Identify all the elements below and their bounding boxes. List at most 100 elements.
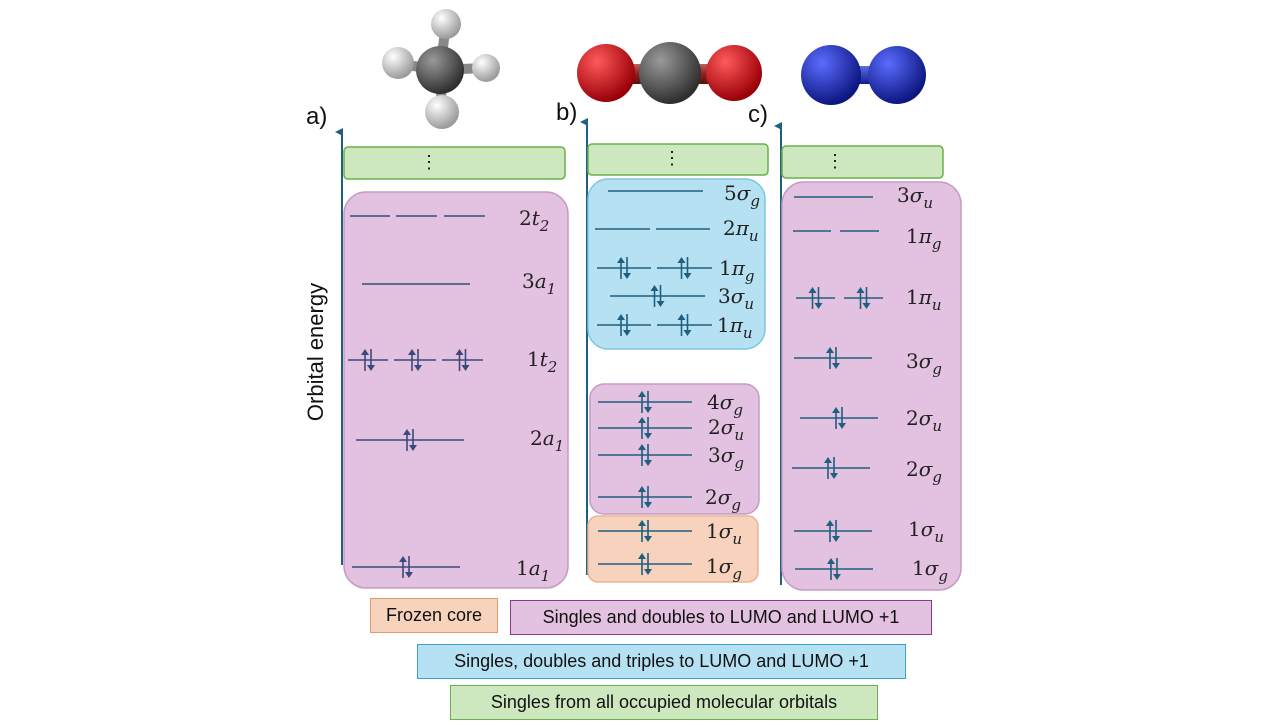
electron-up-arrow-head	[677, 257, 686, 263]
orbital-label: 2σg	[906, 457, 942, 486]
electron-down-arrow-head	[623, 273, 631, 279]
orbital-label: 3a1	[522, 269, 556, 298]
electron-down-arrow-head	[461, 365, 470, 371]
panel-a-ellipsis: ⋮	[420, 152, 438, 173]
panel-c-levels	[792, 196, 883, 580]
legend-frozen-core: Frozen core	[370, 598, 498, 633]
panel-b-green-box	[587, 143, 769, 176]
legend-singles-doubles-triples: Singles, doubles and triples to LUMO and…	[417, 644, 906, 679]
n2-molecule-icon	[801, 45, 926, 105]
electron-up-arrow-head	[617, 314, 625, 320]
orbital-label: 5σg	[724, 181, 760, 210]
legend-singles-all: Singles from all occupied molecular orbi…	[450, 685, 878, 720]
electron-up-arrow-head	[638, 553, 646, 559]
panel-b-levels	[595, 190, 712, 575]
panel-a-labels: 2t2 3a1 1t2 2a1 1a1	[516, 206, 564, 585]
electron-down-arrow-head	[656, 301, 665, 307]
electron-up-arrow-head	[826, 520, 834, 526]
electron-down-arrow-head	[833, 574, 841, 580]
electron-down-arrow-head	[814, 303, 823, 309]
electron-down-arrow-head	[405, 572, 413, 578]
electron-down-arrow-head	[367, 365, 375, 371]
electron-down-arrow-head	[830, 473, 838, 479]
orbital-label: 2πu	[723, 216, 759, 245]
electron-up-arrow-head	[827, 558, 835, 564]
panel-b-ellipsis: ⋮	[663, 148, 681, 169]
electron-down-arrow-head	[644, 407, 652, 413]
electron-up-arrow-head	[403, 429, 411, 435]
electron-up-arrow-head	[361, 349, 369, 355]
electron-up-arrow-head	[617, 257, 625, 263]
electron-up-arrow-head	[455, 349, 464, 355]
panel-c-green-box	[781, 145, 944, 179]
electron-up-arrow-head	[650, 285, 659, 291]
electron-up-arrow-head	[826, 347, 834, 353]
panel-b-blue-box	[587, 178, 766, 350]
orbital-label: 1σg	[706, 554, 742, 583]
electron-up-arrow-head	[638, 520, 646, 526]
panel-c-labels: 3σu 1πg 1πu 3σg 2σu 2σg 1σu 1σg	[897, 183, 948, 585]
panel-c-ellipsis: ⋮	[826, 151, 844, 172]
electron-up-arrow-head	[408, 349, 416, 355]
panel-a-levels	[348, 215, 485, 578]
panel-b-letter: b)	[556, 99, 578, 126]
orbital-label: 1σu	[706, 519, 742, 548]
orbital-label: 3σg	[906, 349, 942, 378]
panel-a-purple-box	[343, 191, 569, 589]
electron-up-arrow-head	[638, 391, 646, 397]
orbital-label: 2t2	[519, 206, 549, 235]
electron-up-arrow-head	[638, 486, 646, 492]
electron-down-arrow-head	[832, 363, 840, 369]
electron-up-arrow-head	[832, 407, 840, 413]
electron-down-arrow-head	[838, 423, 846, 429]
electron-down-arrow-head	[414, 365, 422, 371]
orbital-label: 1πg	[719, 256, 755, 285]
electron-up-arrow-head	[808, 287, 817, 293]
orbital-label: 1σg	[912, 556, 948, 585]
y-axis-label: Orbital energy	[303, 282, 328, 422]
panel-a-letter: a)	[306, 103, 328, 130]
methane-molecule-icon	[382, 9, 500, 129]
orbital-label: 1t2	[527, 347, 557, 376]
panel-c-purple-box	[781, 181, 962, 591]
electron-down-arrow-head	[644, 460, 652, 466]
electron-up-arrow-head	[638, 417, 646, 423]
orbital-label: 1a1	[516, 556, 550, 585]
orbital-label: 1σu	[908, 517, 944, 546]
co2-molecule-icon	[577, 42, 762, 104]
electron-down-arrow-head	[644, 433, 652, 439]
electron-down-arrow-head	[862, 303, 871, 309]
orbital-label: 1πu	[906, 285, 942, 314]
electron-down-arrow-head	[644, 536, 652, 542]
electron-down-arrow-head	[683, 330, 692, 336]
orbital-label: 2σg	[705, 485, 741, 514]
electron-up-arrow-head	[824, 457, 832, 463]
orbital-label: 2σu	[708, 415, 744, 444]
panel-c-letter: c)	[748, 101, 768, 128]
electron-down-arrow-head	[623, 330, 631, 336]
orbital-label: 1πg	[906, 224, 942, 253]
orbital-label: 2σu	[906, 406, 942, 435]
electron-up-arrow-head	[677, 314, 686, 320]
panel-b-purple-box	[589, 383, 760, 515]
electron-up-arrow-head	[856, 287, 865, 293]
orbital-label: 1πu	[717, 313, 753, 342]
panel-b-orange-box	[587, 515, 759, 583]
orbital-label: 3σu	[897, 183, 933, 212]
electron-up-arrow-head	[638, 444, 646, 450]
electron-down-arrow-head	[644, 502, 652, 508]
orbital-label: 3σu	[718, 284, 754, 313]
orbital-label: 4σg	[707, 390, 743, 419]
electron-down-arrow-head	[683, 273, 692, 279]
electron-down-arrow-head	[409, 445, 417, 451]
electron-down-arrow-head	[832, 536, 840, 542]
orbital-label: 2a1	[530, 426, 564, 455]
orbital-label: 3σg	[708, 443, 744, 472]
legend-singles-doubles: Singles and doubles to LUMO and LUMO +1	[510, 600, 932, 635]
electron-up-arrow-head	[399, 556, 407, 562]
electron-down-arrow-head	[644, 569, 652, 575]
panel-a-green-box	[343, 146, 566, 180]
